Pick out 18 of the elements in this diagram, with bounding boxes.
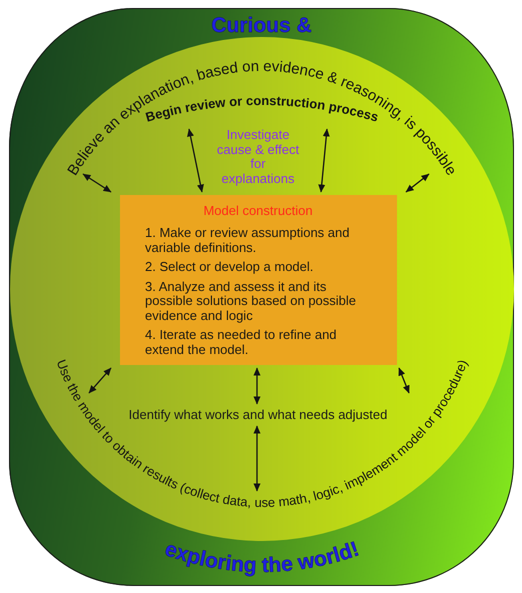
list-item: 4. Iterate as needed to refine and extend the model.: [145, 328, 338, 357]
double-arrow: [254, 426, 260, 492]
note-text: Investigate cause & effect for explanations: [216, 128, 300, 186]
heading-text: Curious &: [211, 14, 312, 38]
double-arrow: [254, 368, 260, 404]
double-arrow: [318, 128, 330, 192]
curved-heading-text: exploring the world!: [162, 537, 362, 578]
list-item: 3. Analyze and assess it and its possible solutions based on possible evidence and logic: [145, 280, 358, 323]
list-item: 2. Select or develop a model.: [145, 260, 314, 274]
list-item: 1. Make or review assumptions and variable definitions.: [145, 226, 350, 255]
step-text: Identify what works and what needs adjusted: [128, 407, 388, 422]
double-arrow: [406, 173, 430, 193]
double-arrow: [187, 128, 204, 192]
double-arrow: [398, 368, 410, 394]
box-title: Model construction: [203, 203, 313, 218]
process-box: [120, 195, 397, 365]
double-arrow: [88, 368, 112, 394]
double-arrow: [82, 173, 112, 193]
